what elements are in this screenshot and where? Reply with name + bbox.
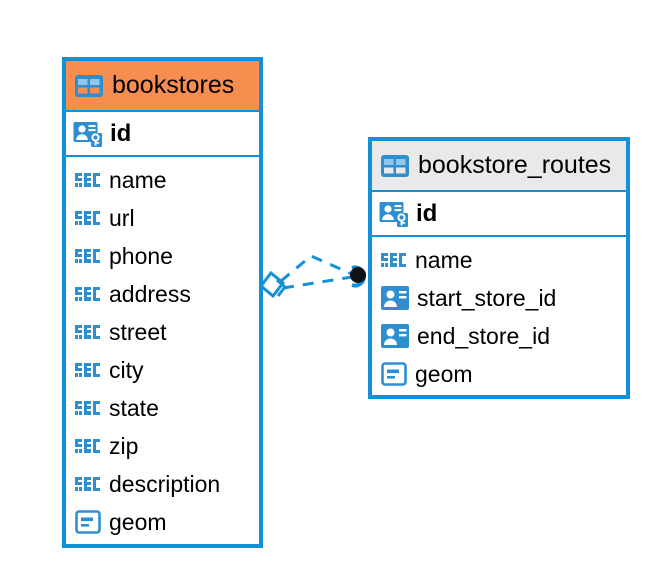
abc-text-icon: [381, 252, 407, 268]
abc-text-icon: [75, 324, 101, 340]
abc-text-icon: [75, 286, 101, 302]
abc-text-icon: [75, 400, 101, 416]
table-grid-icon: [381, 154, 409, 177]
primary-key-label: id: [416, 199, 438, 227]
foreign-key-icon: [381, 324, 409, 348]
entity-title: bookstores: [112, 71, 235, 99]
field-row[interactable]: name: [372, 241, 626, 279]
field-label: geom: [109, 508, 167, 535]
field-row[interactable]: state: [66, 389, 259, 427]
field-label: state: [109, 394, 159, 421]
field-label: street: [109, 318, 167, 345]
relationship-line-lower: [282, 275, 353, 290]
field-row[interactable]: city: [66, 351, 259, 389]
field-row[interactable]: end_store_id: [372, 317, 626, 355]
field-row[interactable]: phone: [66, 237, 259, 275]
field-label: phone: [109, 242, 173, 269]
field-row[interactable]: start_store_id: [372, 279, 626, 317]
primary-key-row-bookstore-routes[interactable]: id: [372, 190, 626, 237]
field-label: name: [109, 166, 167, 193]
geometry-icon: [381, 362, 407, 386]
field-row[interactable]: description: [66, 465, 259, 503]
field-label: url: [109, 204, 135, 231]
field-row[interactable]: street: [66, 313, 259, 351]
field-label: address: [109, 280, 191, 307]
primary-key-icon: [73, 120, 103, 148]
field-label: geom: [415, 360, 473, 387]
abc-text-icon: [75, 248, 101, 264]
field-row[interactable]: zip: [66, 427, 259, 465]
abc-text-icon: [75, 438, 101, 454]
entity-header-bookstores[interactable]: bookstores: [66, 61, 259, 110]
primary-key-label: id: [110, 119, 132, 147]
relationship-line-upper: [280, 254, 353, 283]
primary-key-icon: [379, 200, 409, 228]
field-row[interactable]: url: [66, 199, 259, 237]
entity-title: bookstore_routes: [418, 151, 612, 179]
field-label: end_store_id: [417, 322, 550, 349]
field-label: description: [109, 470, 221, 497]
field-row[interactable]: geom: [66, 503, 259, 541]
abc-text-icon: [75, 210, 101, 226]
field-label: zip: [109, 432, 139, 459]
diamond-outline-marker: [258, 270, 287, 299]
table-grid-icon: [75, 74, 103, 97]
field-label: start_store_id: [417, 284, 557, 311]
abc-text-icon: [75, 172, 101, 188]
abc-text-icon: [75, 476, 101, 492]
foreign-key-icon: [381, 286, 409, 310]
field-row[interactable]: address: [66, 275, 259, 313]
field-row[interactable]: name: [66, 161, 259, 199]
field-label: name: [415, 246, 473, 273]
entity-header-bookstore-routes[interactable]: bookstore_routes: [372, 141, 626, 190]
primary-key-row-bookstores[interactable]: id: [66, 110, 259, 157]
abc-text-icon: [75, 362, 101, 378]
field-label: city: [109, 356, 144, 383]
field-list-bookstores: name url phone address street city state zip des…: [66, 157, 259, 541]
filled-circle-marker: [350, 265, 366, 288]
geometry-icon: [75, 510, 101, 534]
field-row[interactable]: geom: [372, 355, 626, 393]
